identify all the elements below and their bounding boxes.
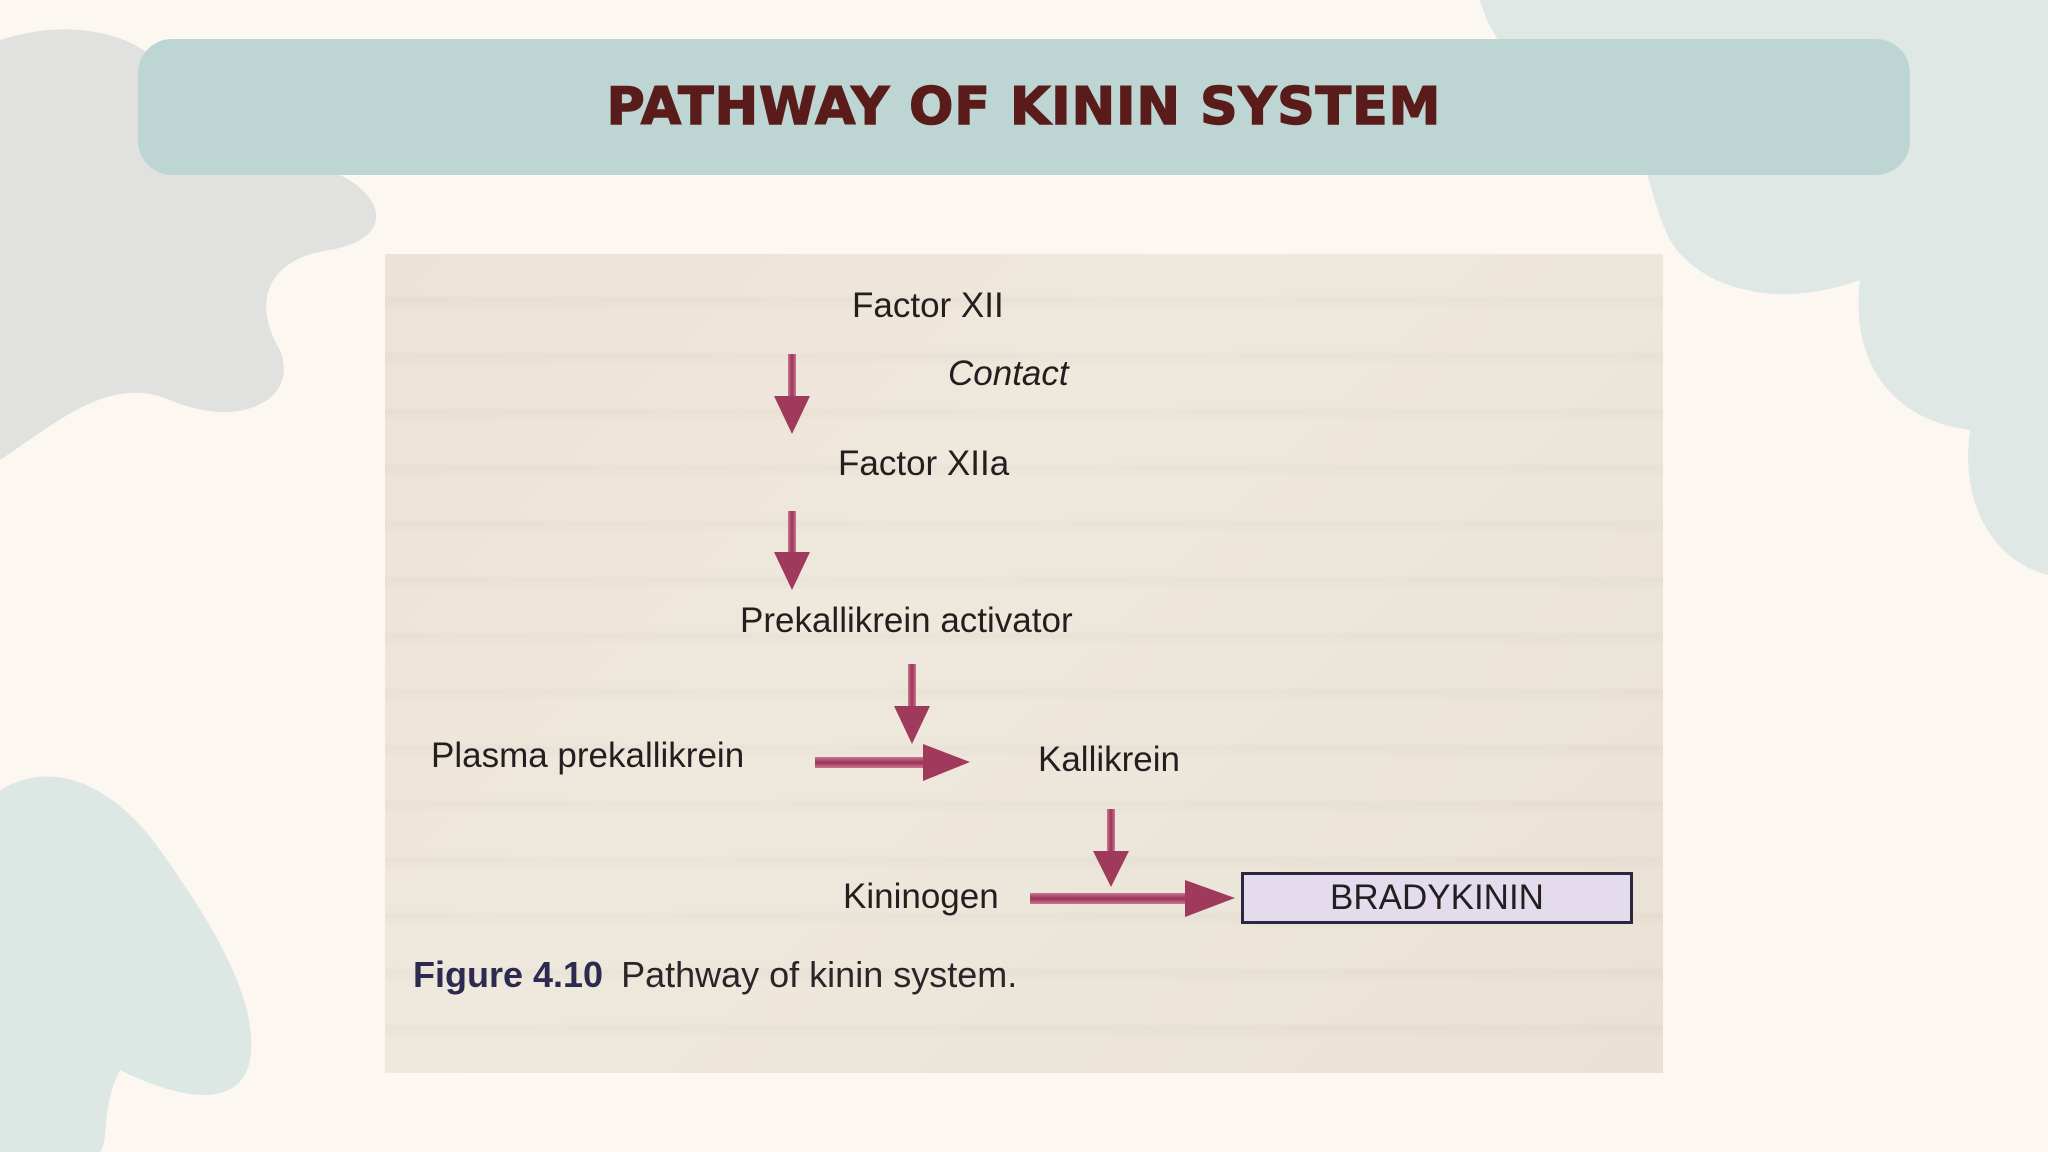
slide-title: PATHWAY OF KININ SYSTEM (606, 76, 1442, 138)
arrow-xiia-to-activator (774, 511, 810, 590)
figure-caption: Figure 4.10 Pathway of kinin system. (413, 954, 1017, 996)
arrow-kallikrein-down (1093, 809, 1129, 887)
node-kallikrein: Kallikrein (1038, 740, 1180, 779)
arrow-kininogen-to-bradykinin (1030, 880, 1235, 917)
node-bradykinin: BRADYKININ (1241, 872, 1633, 924)
label-contact: Contact (948, 354, 1069, 393)
figure-number: Figure 4.10 (413, 954, 604, 995)
node-factor-xiia: Factor XIIa (838, 444, 1010, 483)
node-prekallikrein-activator: Prekallikrein activator (740, 601, 1073, 640)
arrow-plasma-prekallikrein-to-kallikrein (815, 744, 970, 781)
title-bar: PATHWAY OF KININ SYSTEM (138, 39, 1910, 175)
node-plasma-prekallikrein: Plasma prekallikrein (431, 736, 745, 775)
pathway-arrows (774, 354, 1235, 917)
arrow-activator-to-kallikrein (894, 664, 930, 744)
bradykinin-label: BRADYKININ (1330, 878, 1544, 917)
figure-caption-text: Pathway of kinin system. (621, 954, 1018, 995)
background-blob-bottom-left (0, 776, 252, 1152)
node-factor-xii: Factor XII (852, 286, 1004, 325)
node-kininogen: Kininogen (843, 877, 999, 916)
kinin-pathway-figure: Factor XII Contact Factor XIIa Prekallik… (385, 254, 1663, 1073)
arrow-factor-xii-to-xiia (774, 354, 810, 434)
background-blob-top-left (0, 29, 377, 461)
